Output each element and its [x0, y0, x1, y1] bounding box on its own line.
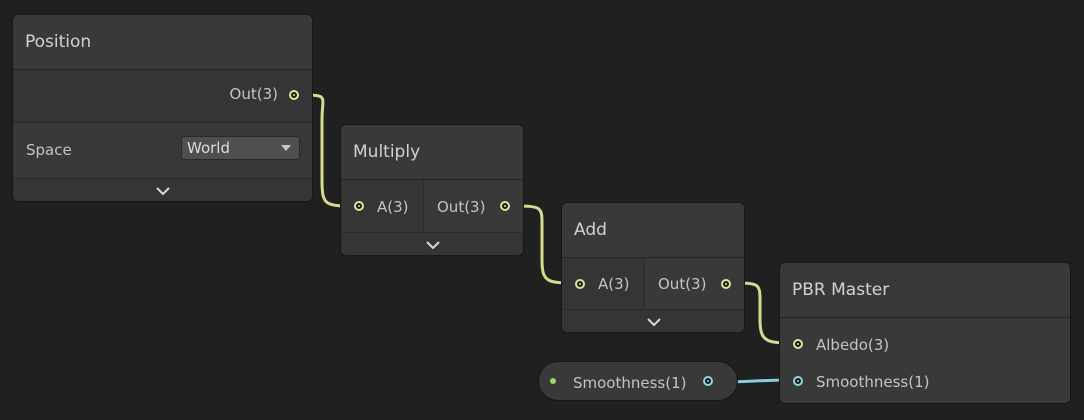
- pbr-master-node[interactable]: PBR Master Albedo(3) Smoothness(1): [779, 262, 1071, 404]
- add-input-area: A(3): [562, 258, 645, 309]
- space-dropdown-value: World: [187, 139, 230, 157]
- smoothness-property-node[interactable]: Smoothness(1): [538, 361, 738, 401]
- position-collapse-bar[interactable]: [13, 178, 312, 201]
- space-label: Space: [26, 141, 72, 159]
- multiply-out-label: Out(3): [437, 198, 486, 216]
- chevron-down-icon: [647, 318, 661, 326]
- position-node[interactable]: Position Out(3) Space World: [12, 14, 313, 202]
- position-space-row: Space World: [13, 122, 312, 179]
- multiply-in-label: A(3): [377, 198, 409, 216]
- chevron-down-icon: [426, 241, 440, 249]
- add-node[interactable]: Add A(3) Out(3): [561, 202, 745, 333]
- position-node-title: Position: [13, 15, 312, 70]
- multiply-node-title: Multiply: [341, 125, 523, 180]
- add-in-label: A(3): [598, 275, 630, 293]
- multiply-out-port[interactable]: [500, 201, 510, 211]
- add-in-port[interactable]: [575, 279, 585, 289]
- add-collapse-bar[interactable]: [562, 309, 744, 332]
- multiply-ports-row: A(3) Out(3): [341, 180, 523, 232]
- smoothness-in-port[interactable]: [793, 376, 803, 386]
- multiply-node[interactable]: Multiply A(3) Out(3): [340, 124, 524, 256]
- add-output-area: Out(3): [645, 258, 744, 309]
- multiply-in-port[interactable]: [354, 201, 364, 211]
- smoothness-out-port[interactable]: [703, 376, 713, 386]
- pbr-inputs-area: Albedo(3) Smoothness(1): [780, 318, 1070, 403]
- position-out-label: Out(3): [229, 85, 278, 103]
- add-out-label: Out(3): [658, 275, 707, 293]
- multiply-collapse-bar[interactable]: [341, 232, 523, 255]
- chevron-down-icon: [156, 187, 170, 195]
- add-node-title: Add: [562, 203, 744, 258]
- smoothness-input-label: Smoothness(1): [816, 373, 930, 391]
- smoothness-property-label: Smoothness(1): [573, 374, 687, 392]
- property-indicator-dot: [550, 378, 556, 384]
- add-ports-row: A(3) Out(3): [562, 258, 744, 309]
- multiply-output-area: Out(3): [424, 180, 523, 232]
- position-output-row: Out(3): [13, 70, 312, 122]
- space-dropdown[interactable]: World: [181, 136, 300, 160]
- pbr-master-title: PBR Master: [780, 263, 1070, 318]
- add-out-port[interactable]: [721, 279, 731, 289]
- multiply-input-area: A(3): [341, 180, 424, 232]
- albedo-in-port[interactable]: [793, 339, 803, 349]
- dropdown-arrow-icon: [281, 145, 291, 151]
- position-out-port[interactable]: [289, 90, 299, 100]
- albedo-label: Albedo(3): [816, 336, 890, 354]
